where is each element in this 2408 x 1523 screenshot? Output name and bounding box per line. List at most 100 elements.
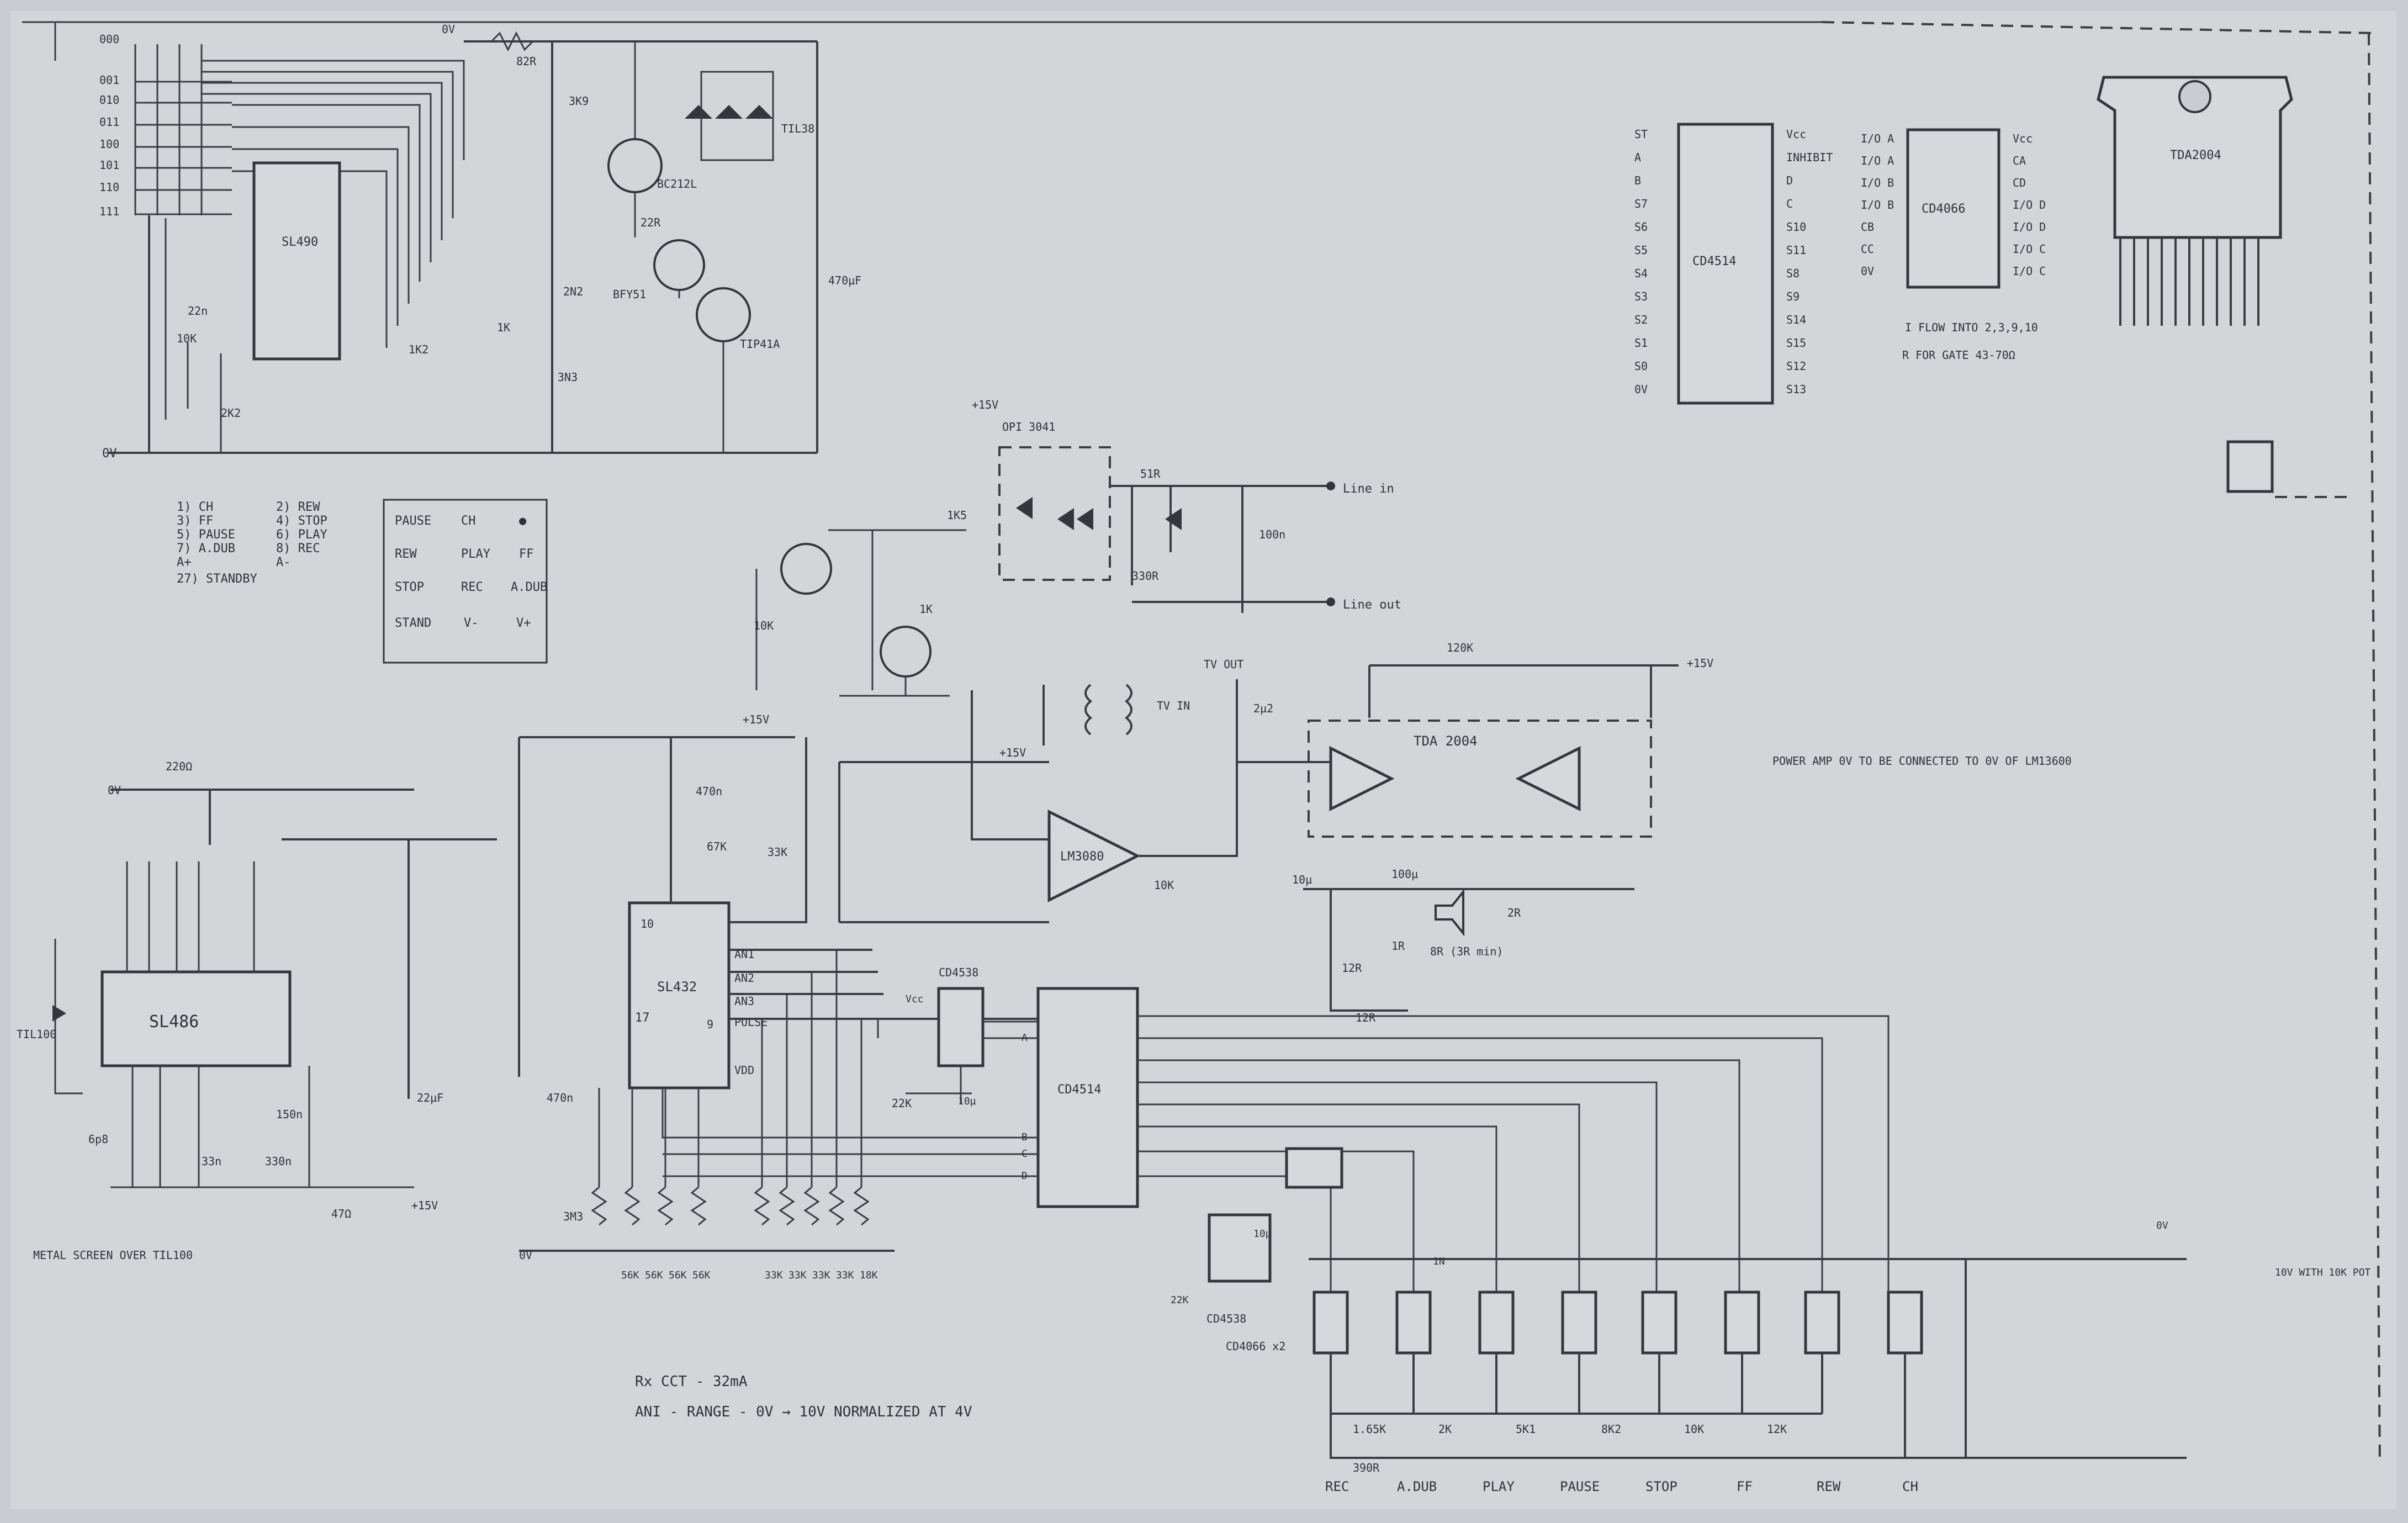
svg-text:2K: 2K: [1438, 1422, 1452, 1436]
cd4514-main-chip: [1036, 987, 1139, 1208]
svg-text:56K: 56K: [692, 1270, 711, 1281]
regulator-package: [2226, 440, 2274, 493]
opto-supply-label: +15V: [972, 398, 998, 411]
svg-text:INHIBIT: INHIBIT: [1786, 151, 1833, 164]
sl432-pin-17: 17: [635, 1011, 650, 1025]
svg-text:I/O C: I/O C: [2013, 242, 2046, 256]
svg-text:B: B: [1634, 174, 1641, 187]
opto-led: [1016, 497, 1033, 519]
svg-text:S9: S9: [1786, 290, 1800, 303]
cap-10u-c-label: 10µ: [1253, 1228, 1272, 1240]
svg-text:C: C: [1786, 197, 1793, 210]
res-1k5-label: 1K5: [947, 509, 967, 522]
border-top-dashed: [1822, 21, 2375, 34]
svg-text:56K: 56K: [645, 1270, 663, 1281]
svg-text:56K: 56K: [621, 1270, 639, 1281]
code-001: 001: [99, 73, 119, 87]
note-ani-range: ANI - RANGE - 0V → 10V NORMALIZED AT 4V: [635, 1404, 972, 1420]
svg-text:12K: 12K: [1767, 1422, 1787, 1436]
res-82r: [490, 31, 534, 52]
res-1r-label: 1R: [1391, 939, 1405, 953]
cd4066-right-pins: Vcc CA CD I/O D I/O D I/O C I/O C: [2013, 132, 2046, 278]
svg-text:S4: S4: [1634, 267, 1648, 280]
til100-diode: [52, 1005, 66, 1022]
bc212l-label: BC212L: [657, 177, 697, 191]
function-list: 1) CH 2) REW 3) FF 4) STOP 5) PAUSE 6) P…: [177, 500, 327, 586]
svg-text:S7: S7: [1634, 197, 1648, 210]
keypad-legend: PAUSE CH ● REW PLAY FF STOP REC A.DUB ST…: [395, 514, 547, 630]
note-metal-screen: METAL SCREEN OVER TIL100: [33, 1249, 193, 1262]
svg-text:Vcc: Vcc: [1786, 128, 1806, 141]
tda-supply-label: +15V: [1687, 657, 1713, 670]
tv-out-label: TV OUT: [1204, 658, 1243, 671]
ladder-values: 1.65K 2K 5K1 8K2 10K 12K: [1353, 1422, 1787, 1436]
resistor-bank-labels: 56K 56K 56K 56K 33K 33K 33K 33K 18K: [621, 1270, 878, 1281]
svg-text:CC: CC: [1861, 242, 1874, 256]
cap-470n-label: 470n: [696, 785, 722, 798]
res-120k-label: 120K: [1447, 641, 1473, 654]
fn-play: 6) PLAY: [276, 528, 327, 542]
svg-text:I/O B: I/O B: [1861, 176, 1894, 189]
bfy51-label: BFY51: [613, 288, 646, 301]
svg-text:A: A: [1634, 151, 1641, 164]
fn-rew: 2) REW: [276, 500, 320, 514]
res-82r-label: 82R: [516, 55, 537, 68]
svg-text:1.65K: 1.65K: [1353, 1422, 1386, 1436]
res-3k9-label: 3K9: [569, 94, 589, 108]
tda2004-package-label: TDA2004: [2170, 149, 2221, 162]
lm3080-supply-label: +15V: [999, 746, 1026, 759]
fn-adub: 7) A.DUB: [177, 542, 235, 556]
svg-text:S11: S11: [1786, 244, 1806, 257]
svg-text:I/O D: I/O D: [2013, 198, 2046, 211]
svg-text:I/O A: I/O A: [1861, 132, 1894, 145]
cap-1n-label: 1N: [1433, 1256, 1445, 1267]
res-51r-label: 51R: [1140, 467, 1161, 480]
svg-text:ST: ST: [1634, 128, 1648, 141]
svg-text:33K: 33K: [836, 1270, 854, 1281]
cap-150n-label: 150n: [276, 1108, 303, 1121]
cd4514-main-pin-b: B: [1022, 1131, 1028, 1143]
speaker: [1435, 889, 1464, 937]
code-110: 110: [99, 181, 119, 194]
line-in-terminal: [1326, 482, 1335, 490]
note-i-flow: I FLOW INTO 2,3,9,10: [1905, 321, 2038, 334]
tda-feedback-wire: [1330, 889, 1408, 1012]
res-22k-b-label: 22K: [1171, 1294, 1189, 1306]
sl432-pin-vdd: VDD: [734, 1064, 754, 1077]
triac-t2: [1165, 508, 1182, 530]
sl490-lower-wires: [165, 218, 222, 453]
bottom-function-labels: REC A.DUB PLAY PAUSE STOP FF REW CH: [1325, 1479, 1918, 1494]
key-pause: PAUSE: [395, 514, 431, 528]
fn-ch: 1) CH: [177, 500, 213, 514]
svg-text:S10: S10: [1786, 220, 1806, 234]
sl486-ground-label: 0V: [108, 784, 121, 797]
pot-10k-label: 10K: [177, 332, 197, 345]
cap-330n-label: 330n: [265, 1155, 292, 1168]
cd4538-top-label: CD4538: [939, 966, 978, 979]
opto-output-wires: [1110, 485, 1331, 613]
lm3080-wires: [838, 679, 1238, 923]
res-12r-b-label: 12R: [1356, 1011, 1376, 1024]
svg-text:S15: S15: [1786, 336, 1806, 350]
res-22r-label: 22R: [641, 216, 661, 229]
res-33k-label: 33K: [768, 845, 787, 859]
cd4538-top-wires: [906, 1020, 1038, 1104]
top-ground-label: 0V: [102, 447, 117, 461]
svg-text:33K: 33K: [788, 1270, 807, 1281]
line-out-label: Line out: [1343, 598, 1401, 612]
svg-text:PAUSE: PAUSE: [1560, 1479, 1600, 1494]
svg-text:S14: S14: [1786, 313, 1806, 326]
tda2004-package: [2097, 76, 2293, 326]
sl486-lower-wires: [110, 1066, 414, 1188]
svg-text:Vcc: Vcc: [2013, 132, 2033, 145]
keypad-box: [383, 499, 548, 664]
key-vminus: V-: [464, 616, 479, 630]
svg-text:STOP: STOP: [1645, 1479, 1677, 1494]
cd4514-main-pin-d: D: [1022, 1170, 1028, 1182]
cd4514-main-pin-a: A: [1022, 1032, 1028, 1044]
cd4538-mid-chip: [1285, 1147, 1343, 1189]
key-stop: STOP: [395, 580, 424, 594]
key-stand: STAND: [395, 616, 431, 630]
svg-text:CB: CB: [1861, 220, 1874, 234]
